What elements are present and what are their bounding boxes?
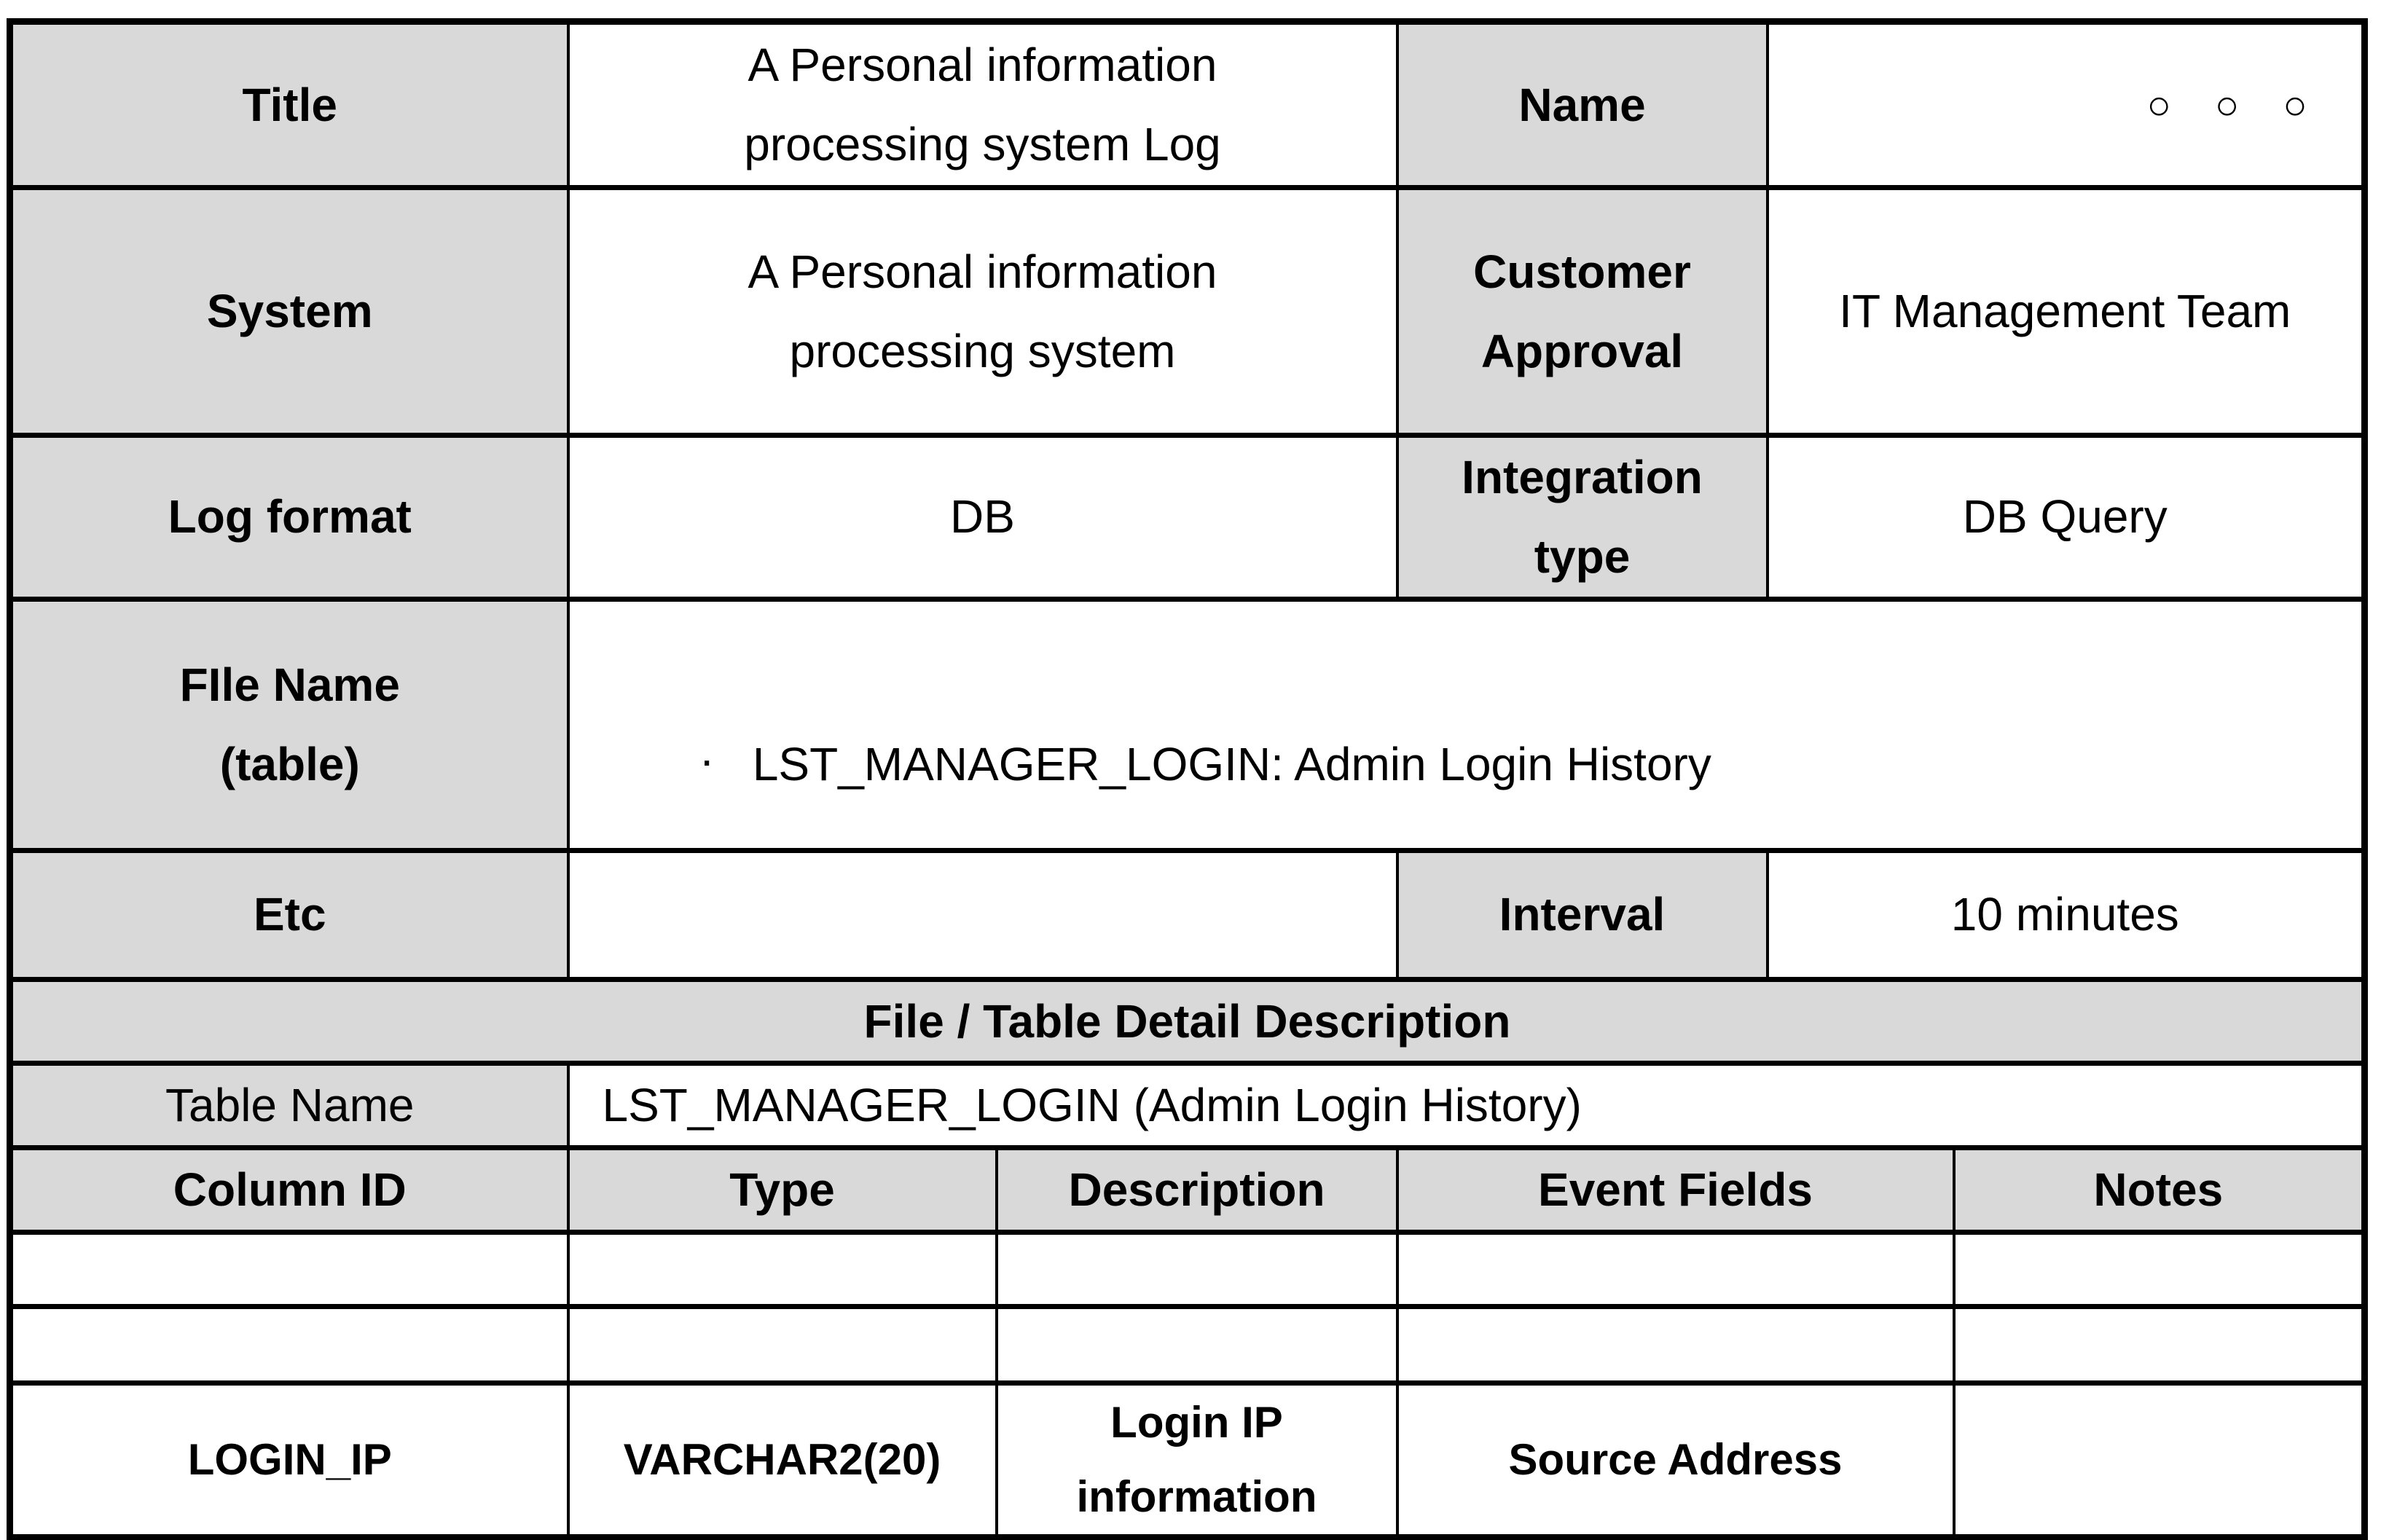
- table-row: Log format DB Integration type DB Query: [8, 433, 2366, 602]
- table-row: Column ID Type Description Event Fields …: [8, 1145, 2366, 1235]
- empty-cell-description: [995, 1303, 1399, 1386]
- system-label-cell: System: [8, 185, 570, 438]
- etc-value-cell: [566, 847, 1399, 982]
- column-header-type: Type: [566, 1145, 998, 1235]
- interval-label-cell: Interval: [1395, 847, 1769, 982]
- name-label-cell: Name: [1395, 19, 1769, 190]
- file-name-value-text: LST_MANAGER_LOGIN: Admin Login History: [752, 737, 1711, 790]
- empty-cell-event-fields: [1395, 1303, 1956, 1386]
- table-row: Title A Personal information processing …: [8, 19, 2366, 190]
- name-value-cell: ○ ○ ○: [1765, 19, 2366, 190]
- data-cell-description: Login IP information: [995, 1380, 1399, 1540]
- table-name-label-cell: Table Name: [8, 1061, 570, 1151]
- empty-cell-event-fields: [1395, 1229, 1956, 1309]
- column-header-notes: Notes: [1952, 1145, 2366, 1235]
- column-header-column-id: Column ID: [8, 1145, 570, 1235]
- file-name-value-cell: · LST_MANAGER_LOGIN: Admin Login History: [566, 596, 2366, 853]
- bullet-icon: ·: [699, 733, 715, 786]
- table-row: LOGIN_IP VARCHAR2(20) Login IP informati…: [8, 1380, 2366, 1540]
- integration-type-value-cell: DB Query: [1765, 433, 2366, 602]
- system-value-cell: A Personal information processing system: [566, 185, 1399, 438]
- empty-cell-notes: [1952, 1229, 2366, 1309]
- table-row: Etc Interval 10 minutes: [8, 847, 2366, 982]
- empty-cell-type: [566, 1229, 998, 1309]
- data-cell-notes: [1952, 1380, 2366, 1540]
- customer-approval-label-cell: Customer Approval: [1395, 185, 1769, 438]
- empty-cell-notes: [1952, 1303, 2366, 1386]
- log-format-value-cell: DB: [566, 433, 1399, 602]
- table-row: [8, 1303, 2366, 1386]
- table-row: [8, 1229, 2366, 1309]
- data-cell-event-fields: Source Address: [1395, 1380, 1956, 1540]
- table-name-value-cell: LST_MANAGER_LOGIN (Admin Login History): [566, 1061, 2366, 1151]
- title-label-cell: Title: [8, 19, 570, 190]
- data-cell-type: VARCHAR2(20): [566, 1380, 998, 1540]
- empty-cell-column-id: [8, 1303, 570, 1386]
- etc-label-cell: Etc: [8, 847, 570, 982]
- empty-cell-column-id: [8, 1229, 570, 1309]
- file-name-label-cell: FIle Name (table): [8, 596, 570, 853]
- log-format-label-cell: Log format: [8, 433, 570, 602]
- table-row: System A Personal information processing…: [8, 185, 2366, 438]
- column-header-description: Description: [995, 1145, 1399, 1235]
- empty-cell-description: [995, 1229, 1399, 1309]
- title-value-cell: A Personal information processing system…: [566, 19, 1399, 190]
- empty-cell-type: [566, 1303, 998, 1386]
- log-spec-table: Title A Personal information processing …: [7, 18, 2368, 1540]
- table-row: FIle Name (table) · LST_MANAGER_LOGIN: Ad…: [8, 596, 2366, 853]
- table-row: Table Name LST_MANAGER_LOGIN (Admin Logi…: [8, 1061, 2366, 1151]
- table-row: File / Table Detail Description: [8, 976, 2366, 1066]
- section-header-cell: File / Table Detail Description: [8, 976, 2366, 1066]
- data-cell-column-id: LOGIN_IP: [8, 1380, 570, 1540]
- interval-value-cell: 10 minutes: [1765, 847, 2366, 982]
- customer-approval-value-cell: IT Management Team: [1765, 185, 2366, 438]
- integration-type-label-cell: Integration type: [1395, 433, 1769, 602]
- column-header-event-fields: Event Fields: [1395, 1145, 1956, 1235]
